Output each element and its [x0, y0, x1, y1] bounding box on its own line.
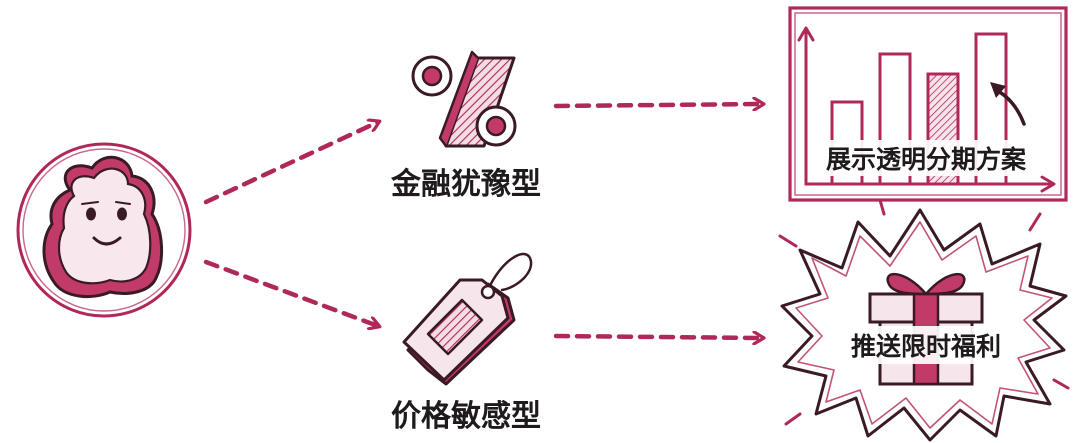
price-type-label: 价格敏感型: [391, 399, 541, 434]
installment-chart-panel: [788, 6, 1068, 202]
customer-face-icon: [16, 142, 192, 318]
arrow-to-installment-action: [553, 104, 762, 106]
arrow-to-price-type: [203, 259, 378, 326]
price-tag-icon: [402, 252, 533, 386]
percent-icon: [411, 50, 517, 148]
benefit-action-label: 推送限时福利: [851, 332, 1001, 361]
gift-burst-icon: [778, 198, 1070, 442]
arrow-to-benefit-action: [553, 336, 762, 338]
arrow-to-financial-type: [203, 122, 378, 205]
installment-action-label: 展示透明分期方案: [826, 145, 1027, 174]
financial-type-label: 金融犹豫型: [390, 167, 541, 202]
